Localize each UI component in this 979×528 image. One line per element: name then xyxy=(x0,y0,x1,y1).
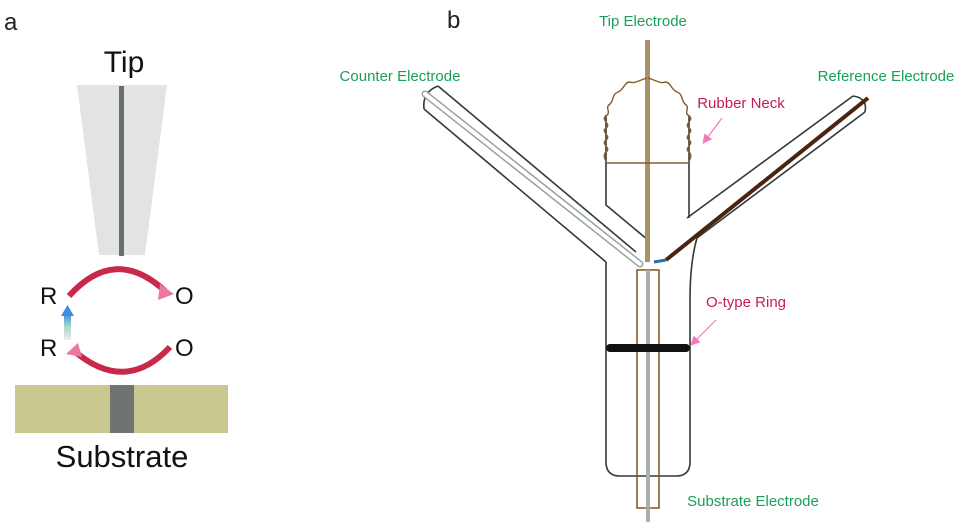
lower-redox-arrow xyxy=(71,344,173,375)
tip-label: Tip xyxy=(104,46,145,79)
species-r-upper: R xyxy=(40,283,57,310)
reference-electrode-label: Reference Electrode xyxy=(818,68,955,85)
diffusion-arrow-head xyxy=(61,305,74,316)
substrate-electrode-label: Substrate Electrode xyxy=(687,493,819,510)
diffusion-arrow xyxy=(64,314,71,340)
reference-electrode-tip xyxy=(653,258,667,264)
counter-electrode xyxy=(421,90,644,268)
upper-arrow-head xyxy=(158,284,174,300)
rubber-neck-pointer xyxy=(702,117,723,144)
rubber-neck xyxy=(603,77,692,164)
rubber-neck-label: Rubber Neck xyxy=(697,95,785,112)
species-r-lower: R xyxy=(40,335,57,362)
substrate-label: Substrate xyxy=(56,439,189,474)
species-o-upper: O xyxy=(175,283,194,310)
reference-electrode xyxy=(664,96,870,262)
tip-electrode xyxy=(645,40,650,262)
tip-electrode-label: Tip Electrode xyxy=(599,13,687,30)
o-ring-pointer xyxy=(690,319,717,346)
upper-redox-arrow xyxy=(66,266,168,299)
panel-b-label: b xyxy=(447,7,460,34)
panel-a-label: a xyxy=(4,9,18,36)
lower-arrow-head xyxy=(66,343,82,357)
counter-electrode-label: Counter Electrode xyxy=(340,68,461,85)
species-o-lower: O xyxy=(175,335,194,362)
substrate-electrode-a xyxy=(110,385,134,433)
tip-wire xyxy=(119,86,124,256)
o-ring-label: O-type Ring xyxy=(706,294,786,311)
